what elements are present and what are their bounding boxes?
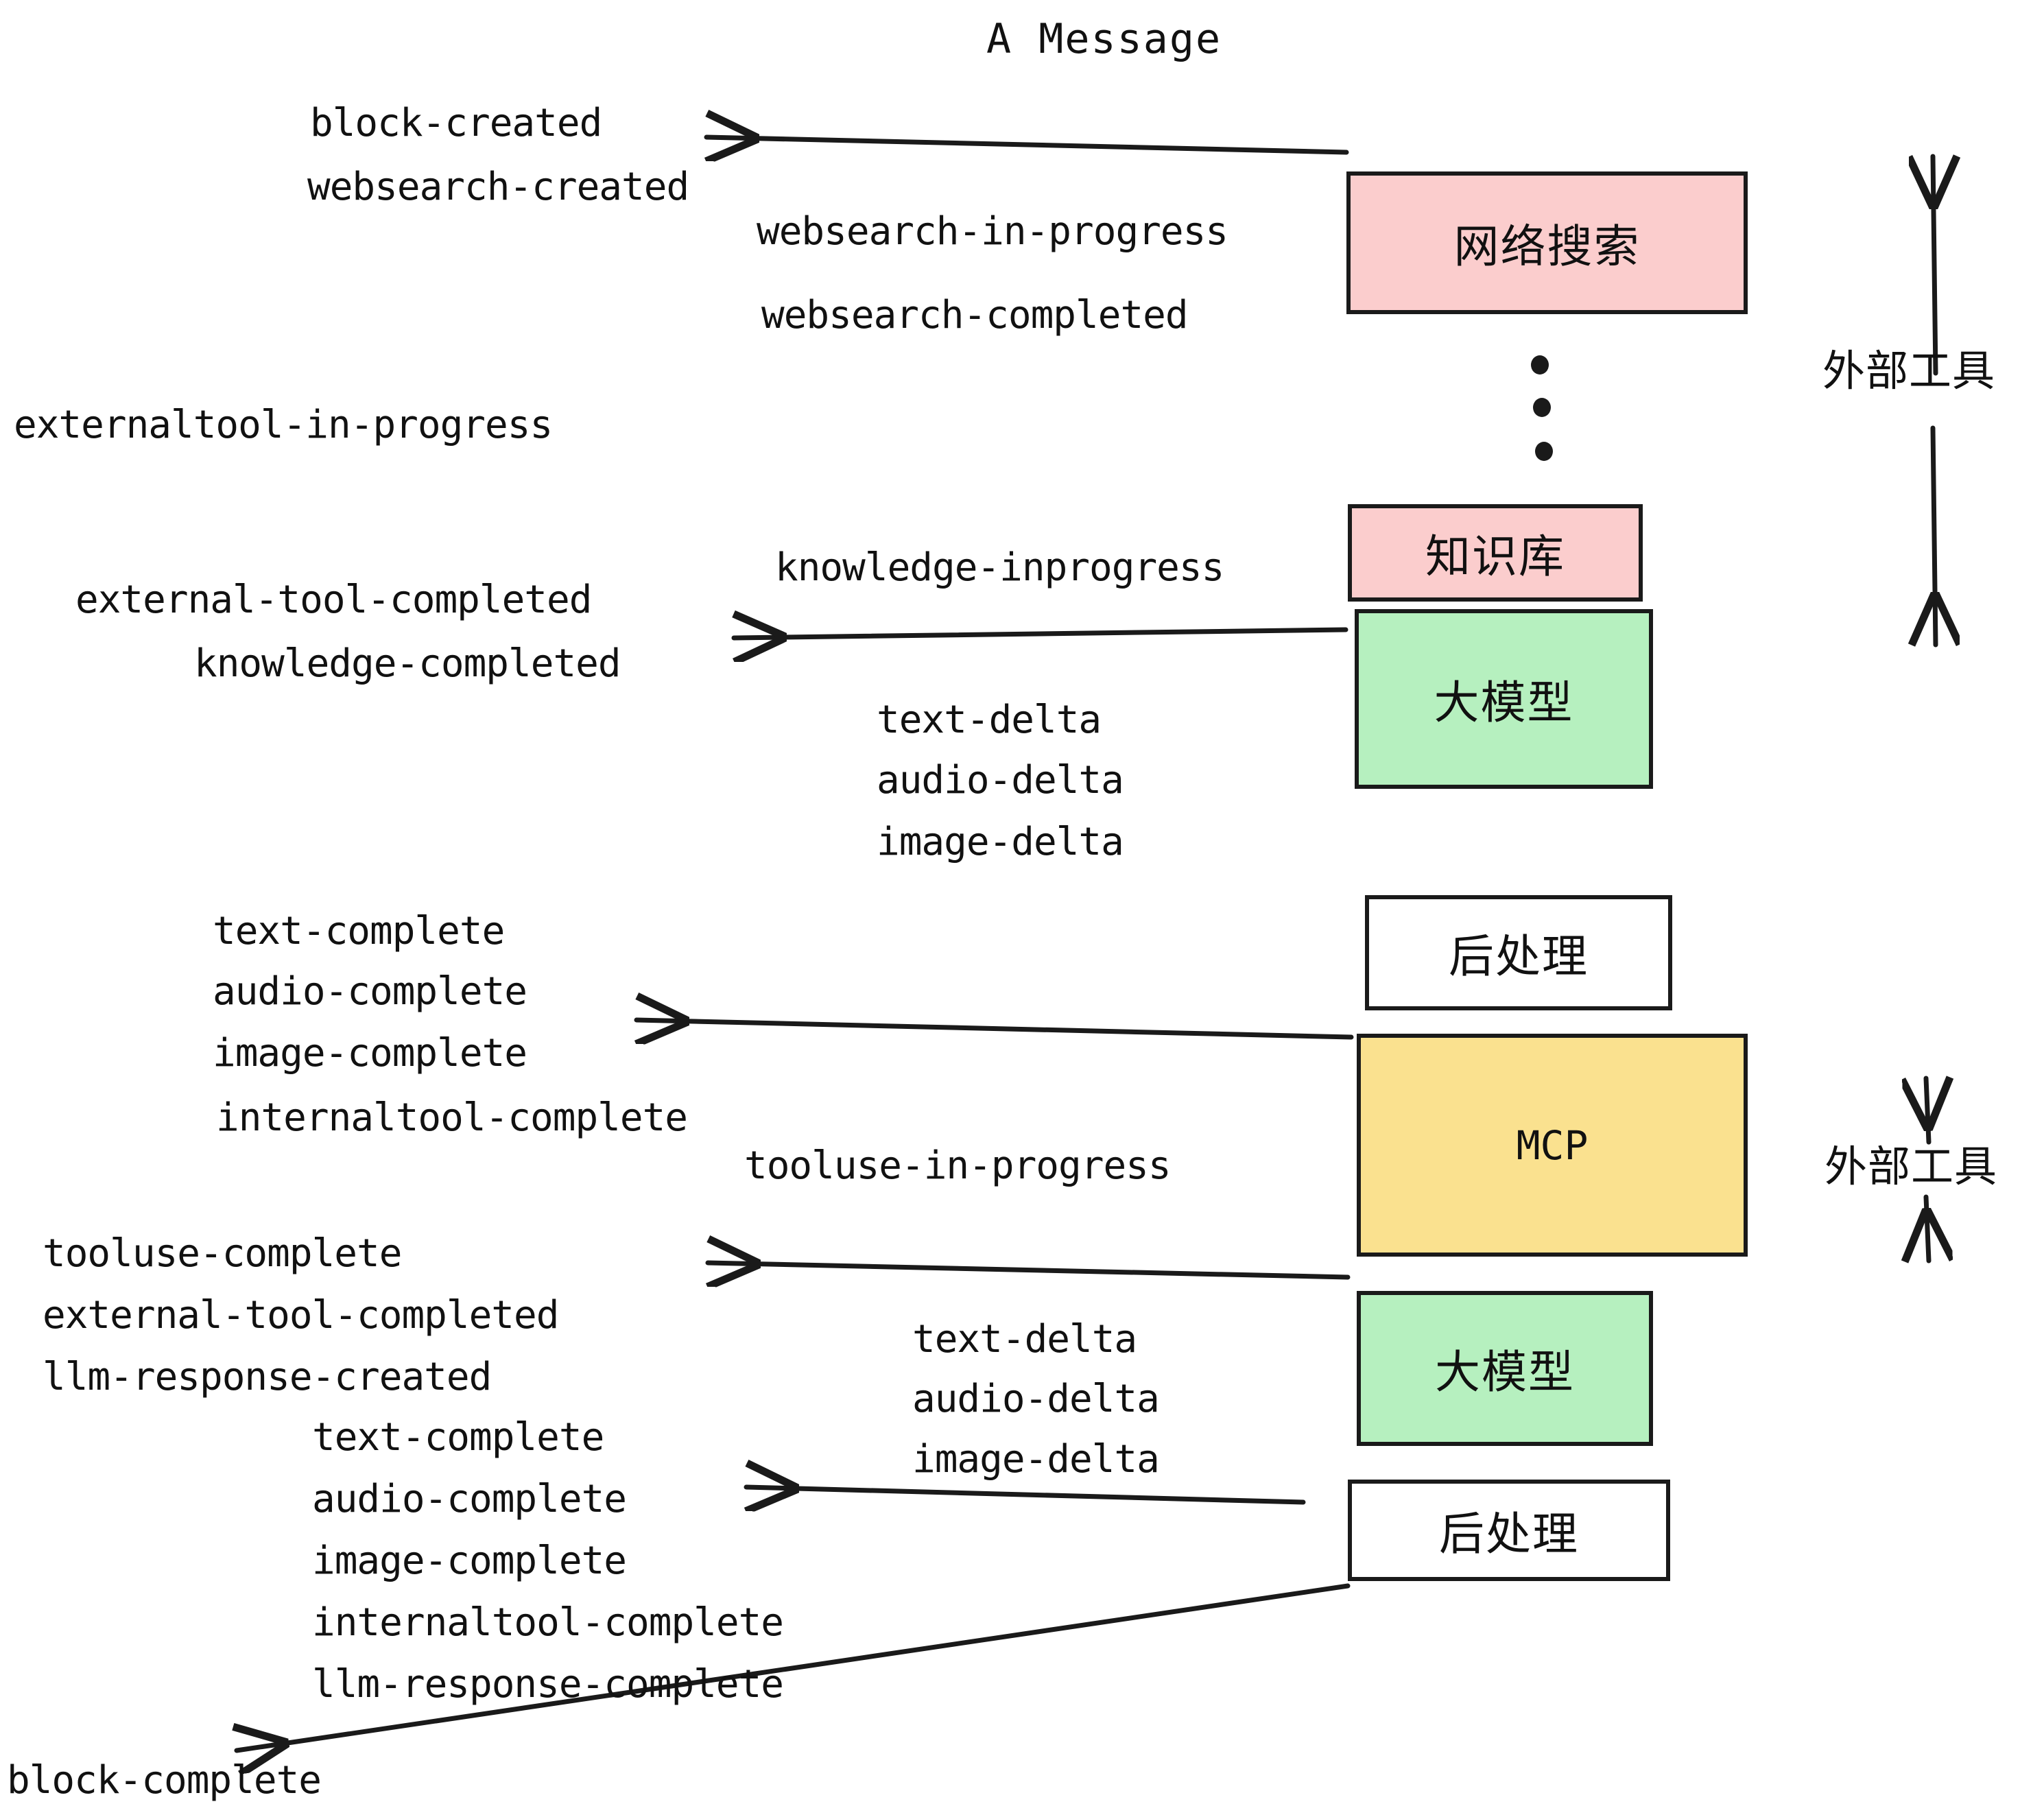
side-label-external-tool-top: 外部工具 [1822,346,1996,396]
event-label-block-complete: block-complete [7,1758,322,1803]
node-box-label: 大模型 [1434,676,1574,729]
event-label-image-delta-2: image-delta [912,1437,1160,1482]
side-label-external-tool-bottom: 外部工具 [1825,1141,1998,1191]
ellipsis-dot-3 [1535,442,1553,461]
event-label-websearch-created: websearch-created [307,165,689,209]
node-box-postprocess-top: 后处理 [1365,895,1672,1010]
event-label-knowledge-completed: knowledge-completed [194,641,621,686]
external-tool-arrow-bottom-down [1926,1194,1929,1261]
event-label-llm-response-complete: llm-response-complete [312,1662,784,1707]
node-box-label: 网络搜索 [1453,220,1641,273]
node-box-llm-bottom: 大模型 [1357,1291,1653,1446]
arrow-knowledge [731,630,1348,638]
event-label-image-complete-2: image-complete [312,1539,627,1583]
node-box-knowledge: 知识库 [1348,504,1643,602]
event-label-tooluse-complete: tooluse-complete [43,1231,402,1276]
arrow-audio-complete [744,1487,1306,1502]
event-label-external-tool-completed-1: external-tool-completed [75,578,592,622]
event-label-text-delta-2: text-delta [912,1317,1137,1362]
event-label-websearch-completed: websearch-completed [761,293,1189,337]
event-label-knowledge-inprogress: knowledge-inprogress [775,545,1224,590]
event-label-audio-complete-2: audio-complete [312,1477,627,1521]
node-box-websearch: 网络搜索 [1346,171,1748,314]
ellipsis-dot-1 [1531,355,1549,375]
event-label-llm-response-created: llm-response-created [43,1355,492,1399]
event-label-image-delta-1: image-delta [877,820,1124,864]
page-title: A Message [986,15,1222,63]
event-label-externaltool-in-progress: externaltool-in-progress [14,403,553,447]
node-box-mcp: MCP [1357,1034,1748,1257]
event-label-tooluse-in-progress: tooluse-in-progress [744,1143,1172,1188]
arrow-image-complete [634,1020,1354,1037]
event-label-audio-delta-2: audio-delta [912,1377,1160,1421]
node-box-postprocess-bottom: 后处理 [1348,1480,1670,1581]
arrow-block-created [704,137,1349,152]
event-label-audio-delta-1: audio-delta [877,758,1124,803]
node-box-label: MCP [1516,1121,1589,1169]
event-label-text-complete-1: text-complete [213,909,505,953]
ellipsis-dot-2 [1533,398,1551,417]
event-label-text-complete-2: text-complete [312,1415,604,1460]
event-label-internaltool-complete-1: internaltool-complete [216,1095,688,1140]
event-label-block-created: block-created [310,101,602,145]
external-tool-arrow-top-down [1933,425,1936,648]
event-label-text-delta-1: text-delta [877,698,1102,742]
node-box-label: 后处理 [1439,1508,1579,1560]
node-box-label: 知识库 [1425,530,1565,583]
event-label-websearch-in-progress: websearch-in-progress [757,209,1228,254]
event-label-audio-complete-1: audio-complete [213,969,527,1014]
node-box-label: 大模型 [1435,1346,1575,1399]
node-box-label: 后处理 [1449,930,1589,983]
event-label-image-complete-1: image-complete [213,1031,527,1076]
event-label-external-tool-completed-2: external-tool-completed [43,1293,559,1338]
event-label-internaltool-complete-2: internaltool-complete [312,1600,784,1645]
arrow-tooluse [705,1263,1351,1277]
node-box-llm-top: 大模型 [1355,609,1653,789]
